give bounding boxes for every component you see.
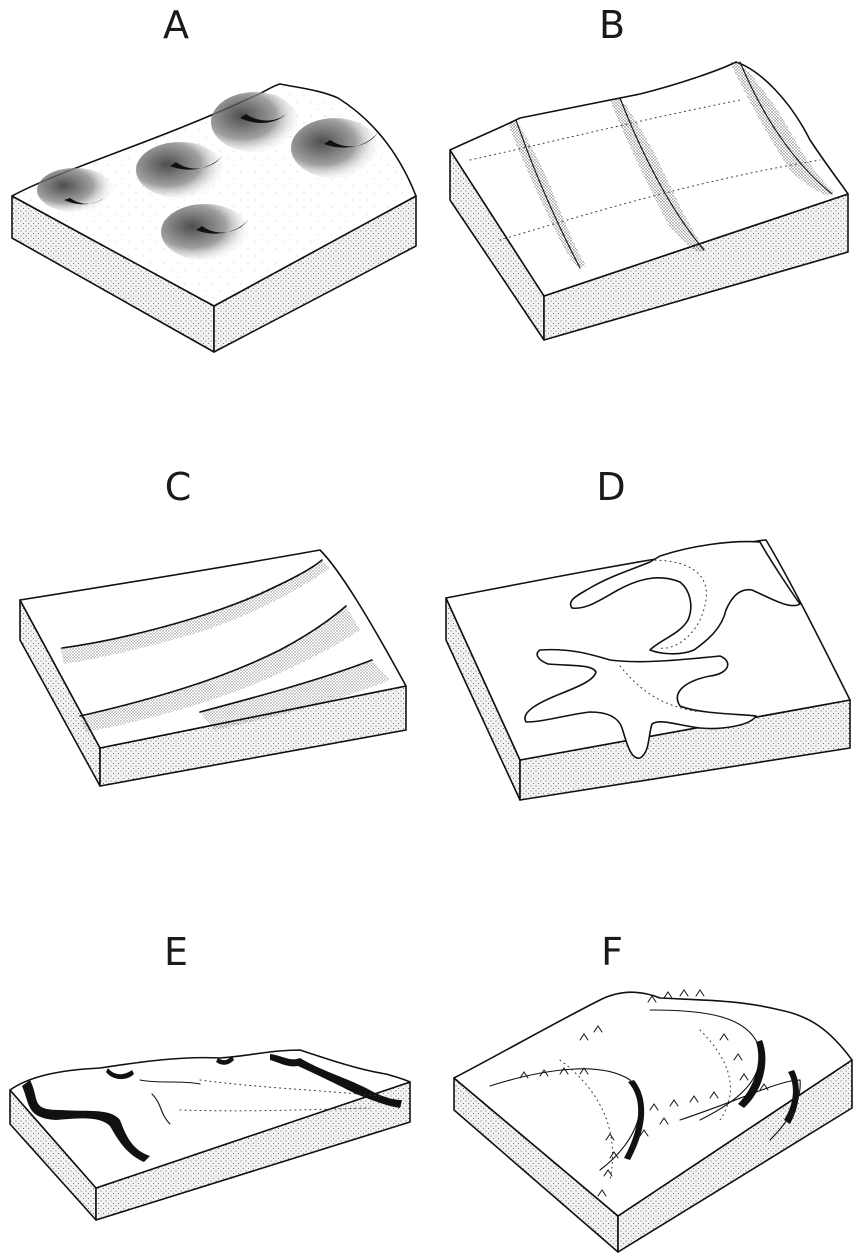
block-c <box>20 550 406 786</box>
block-e <box>10 1050 410 1220</box>
panel-c: C <box>20 465 406 786</box>
panel-b: B <box>450 3 848 340</box>
barchan-dune-2 <box>136 142 224 198</box>
panel-b-label: B <box>599 3 625 47</box>
panel-f: F <box>454 930 852 1252</box>
barchan-dune-1 <box>211 92 299 152</box>
panel-c-label: C <box>165 465 192 509</box>
panel-d: D <box>446 465 850 800</box>
block-f <box>454 990 852 1252</box>
panel-a-label: A <box>163 3 189 47</box>
panel-d-label: D <box>596 465 625 509</box>
block-d <box>446 540 850 800</box>
barchan-dune-4 <box>37 168 113 212</box>
barchan-dune-3 <box>291 118 379 178</box>
block-a <box>12 84 416 352</box>
barchan-dune-5 <box>161 204 249 260</box>
panel-f-label: F <box>601 930 623 974</box>
panel-e: E <box>10 930 410 1220</box>
panel-a: A <box>12 3 416 352</box>
block-b <box>450 62 848 340</box>
panel-e-label: E <box>164 930 188 974</box>
